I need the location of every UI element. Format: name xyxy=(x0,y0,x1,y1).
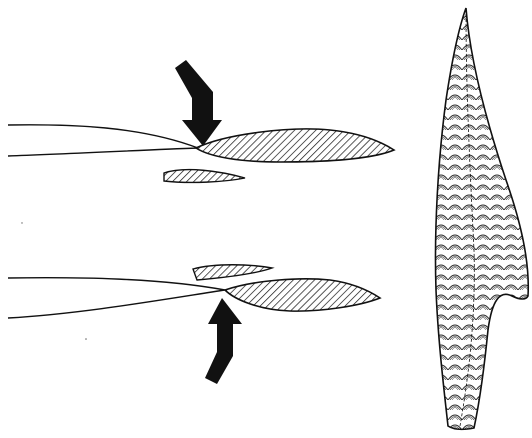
tool-outline-bottom xyxy=(8,278,225,318)
blade-section-top xyxy=(196,129,394,162)
removed-flake-bottom xyxy=(193,265,272,280)
up-arrow-icon xyxy=(205,298,242,384)
point-outline xyxy=(435,8,528,429)
speck xyxy=(21,222,22,223)
speck xyxy=(85,338,87,340)
flaked-point xyxy=(435,8,528,429)
tool-outline-top xyxy=(8,125,198,156)
pressure-flaking-top-view xyxy=(8,60,394,182)
down-arrow-icon xyxy=(175,60,222,146)
pressure-flaking-bottom-view xyxy=(8,265,380,384)
blade-section-bottom xyxy=(225,279,380,311)
removed-flake-top xyxy=(164,170,245,183)
